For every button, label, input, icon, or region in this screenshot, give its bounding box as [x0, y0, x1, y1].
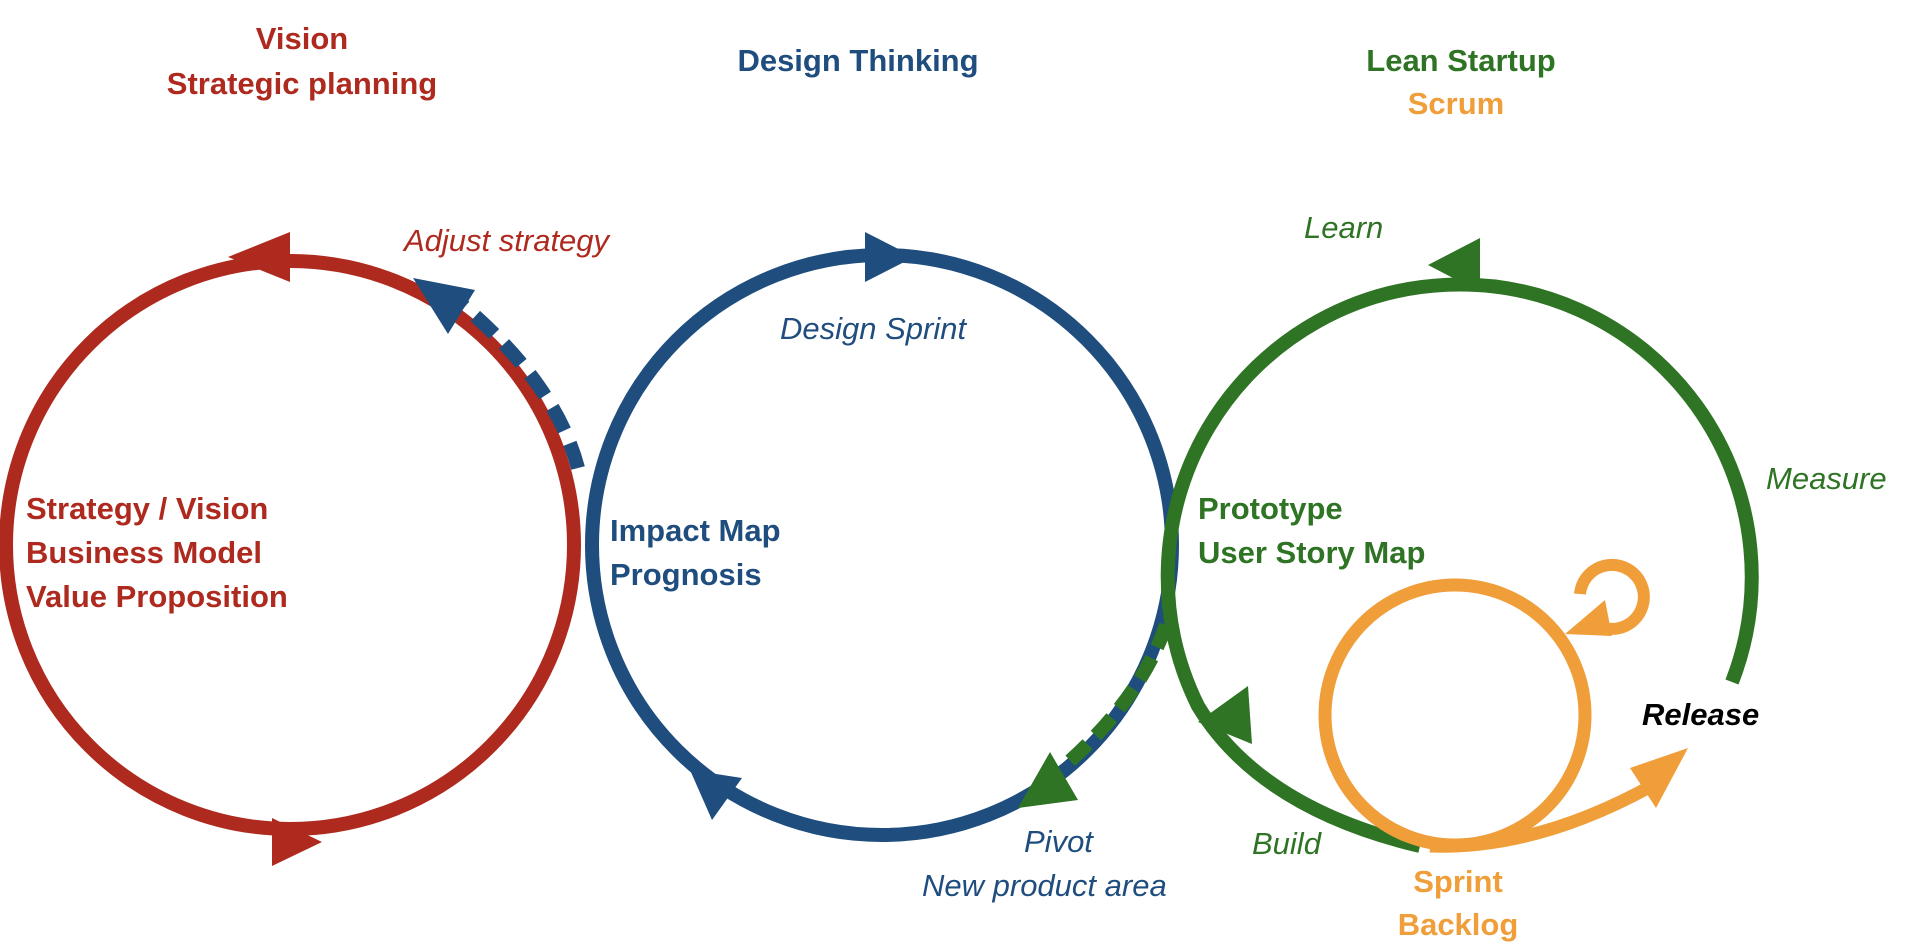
pivot-connector — [1018, 622, 1173, 808]
adjust-strategy-label: Adjust strategy — [402, 223, 612, 258]
header-lean-startup: Lean Startup — [1366, 43, 1555, 78]
pivot-label: Pivot — [1024, 824, 1094, 859]
red-label-value-proposition: Value Proposition — [26, 579, 288, 614]
header-strategic-planning: Strategic planning — [167, 66, 437, 101]
adjust-strategy-dashed-path — [447, 290, 585, 470]
learn-label: Learn — [1304, 210, 1383, 245]
pivot-arrowhead — [1018, 752, 1078, 808]
sprint-label: Sprint — [1413, 864, 1503, 899]
blue-cycle-bottom-arrowhead — [690, 770, 742, 820]
blue-label-prognosis: Prognosis — [610, 557, 762, 592]
red-cycle-bottom-arrowhead — [272, 818, 322, 866]
header-vision: Vision — [256, 21, 348, 56]
build-label: Build — [1252, 826, 1323, 861]
orange-daily-loop — [1574, 558, 1650, 635]
blue-cycle-top-arrowhead — [865, 232, 914, 282]
blue-label-impact-map: Impact Map — [610, 513, 781, 548]
orange-daily-loop-arrowhead — [1565, 600, 1612, 636]
red-cycle — [0, 232, 581, 866]
green-cycle-build-arrowhead — [1198, 686, 1252, 744]
design-sprint-label: Design Sprint — [780, 311, 967, 346]
pivot-dashed-path — [1057, 622, 1173, 774]
green-cycle — [1160, 238, 1759, 853]
backlog-label: Backlog — [1398, 907, 1519, 942]
measure-label: Measure — [1766, 461, 1887, 496]
adjust-strategy-arrowhead — [413, 278, 475, 334]
header-design-thinking: Design Thinking — [737, 43, 978, 78]
red-label-business-model: Business Model — [26, 535, 262, 570]
red-label-strategy-vision: Strategy / Vision — [26, 491, 268, 526]
red-cycle-top-arrowhead — [228, 232, 290, 282]
green-label-user-story-map: User Story Map — [1198, 535, 1425, 570]
orange-release-arrowhead — [1630, 748, 1688, 808]
green-label-prototype: Prototype — [1198, 491, 1343, 526]
green-cycle-ring — [1160, 277, 1759, 853]
release-label: Release — [1642, 697, 1759, 732]
new-product-area-label: New product area — [922, 868, 1167, 903]
green-cycle-top-arrowhead — [1428, 238, 1480, 292]
header-scrum: Scrum — [1408, 86, 1504, 121]
orange-sprint-ring — [1318, 578, 1592, 852]
orange-release-path — [1429, 774, 1666, 853]
adjust-strategy-connector — [413, 278, 585, 470]
orange-cycle — [1318, 558, 1688, 853]
